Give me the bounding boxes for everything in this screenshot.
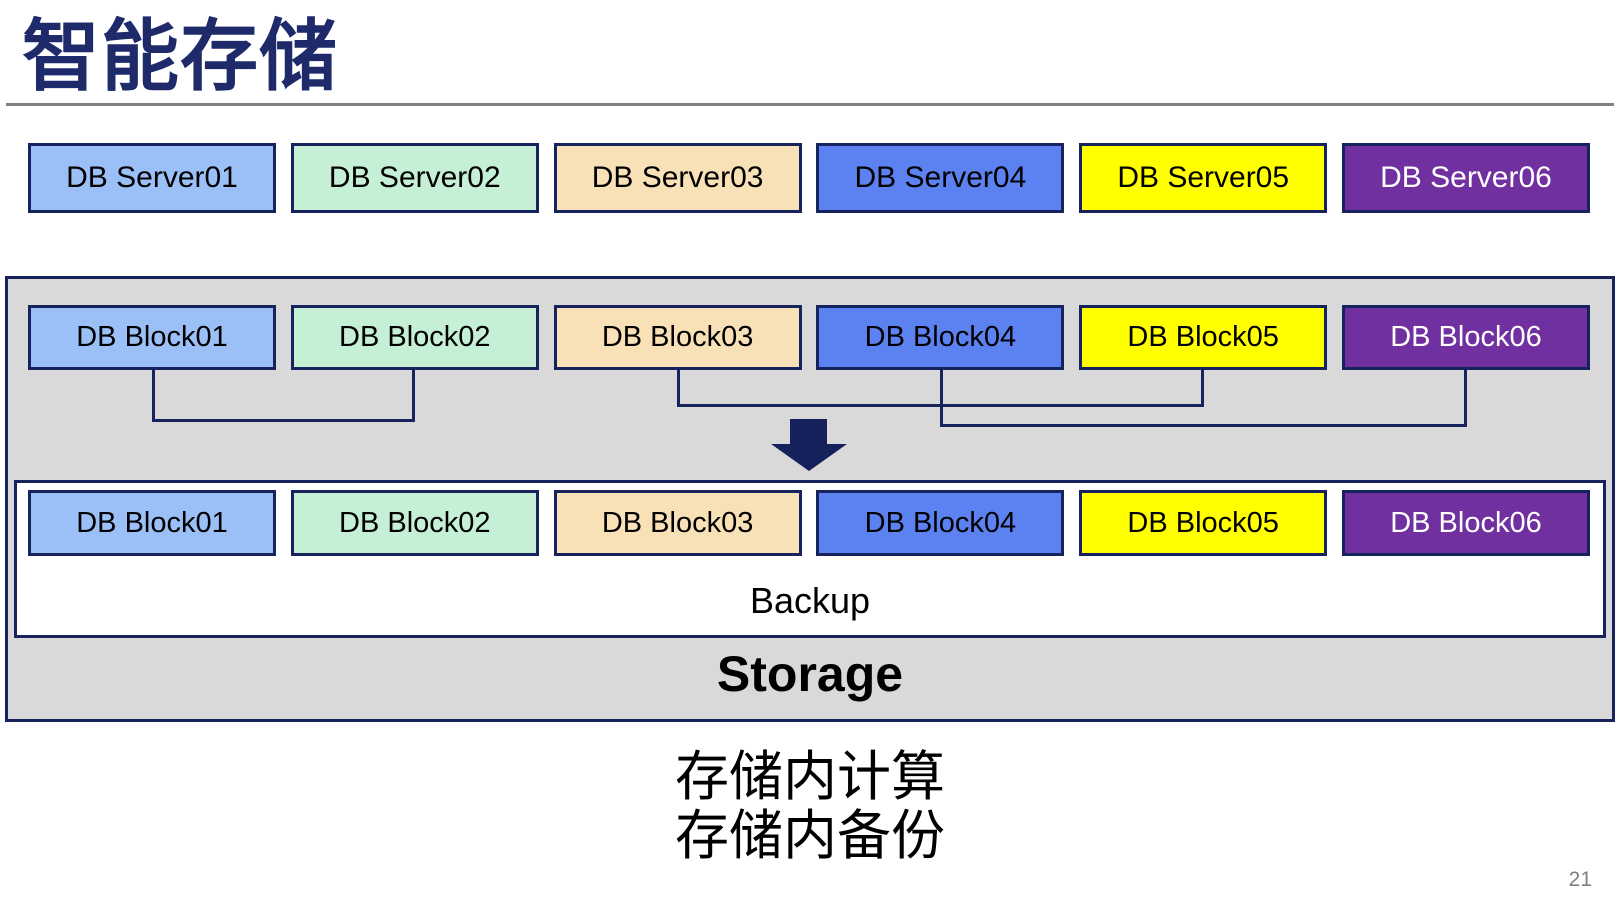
- slide-captions: 存储内计算 存储内备份: [0, 748, 1620, 866]
- db-server-row: DB Server01 DB Server02 DB Server03 DB S…: [28, 143, 1590, 213]
- db-block-05-top-box: DB Block05: [1079, 305, 1328, 370]
- db-block-01-bottom-box: DB Block01: [28, 490, 276, 556]
- db-block-row-backup: DB Block01 DB Block02 DB Block03 DB Bloc…: [28, 490, 1590, 556]
- db-block-02-top-box: DB Block02: [290, 305, 539, 370]
- db-server-03-box: DB Server03: [553, 143, 802, 213]
- down-arrow-icon-head: [771, 444, 847, 471]
- down-arrow-icon: [790, 419, 827, 444]
- db-block-06-bottom-box: DB Block06: [1341, 490, 1590, 556]
- db-block-02-bottom-box: DB Block02: [290, 490, 539, 556]
- db-block-06-top-box: DB Block06: [1341, 305, 1590, 370]
- db-block-04-top-box: DB Block04: [816, 305, 1065, 370]
- title-divider: [6, 103, 1614, 106]
- backup-container: [14, 480, 1606, 638]
- page-title: 智能存储: [22, 12, 339, 100]
- caption-in-storage-backup: 存储内备份: [675, 806, 945, 866]
- connector-block04-block06: [940, 370, 1467, 427]
- db-block-05-bottom-box: DB Block05: [1079, 490, 1328, 556]
- db-block-03-bottom-box: DB Block03: [553, 490, 802, 556]
- caption-in-storage-compute: 存储内计算: [675, 747, 945, 807]
- db-block-01-top-box: DB Block01: [28, 305, 276, 370]
- db-block-row-source: DB Block01 DB Block02 DB Block03 DB Bloc…: [28, 305, 1590, 370]
- db-server-02-box: DB Server02: [290, 143, 539, 213]
- connector-block01-block02: [152, 370, 415, 422]
- db-server-06-box: DB Server06: [1341, 143, 1590, 213]
- page-number: 21: [1568, 868, 1592, 891]
- db-server-01-box: DB Server01: [28, 143, 276, 213]
- db-block-03-top-box: DB Block03: [553, 305, 802, 370]
- backup-label: Backup: [749, 580, 871, 621]
- db-server-04-box: DB Server04: [816, 143, 1065, 213]
- storage-label: Storage: [716, 646, 904, 702]
- db-block-04-bottom-box: DB Block04: [816, 490, 1065, 556]
- db-server-05-box: DB Server05: [1079, 143, 1328, 213]
